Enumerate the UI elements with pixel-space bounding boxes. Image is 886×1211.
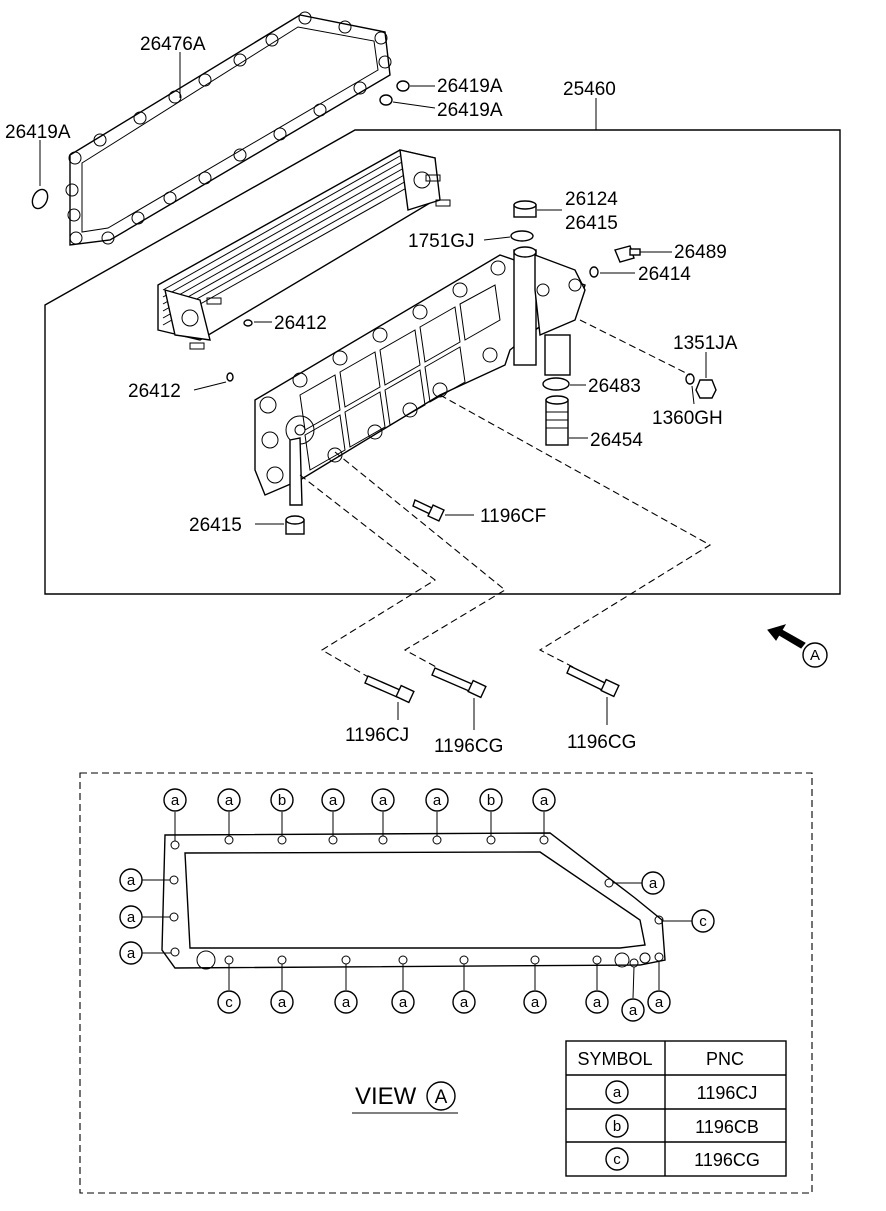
svg-text:a: a xyxy=(433,792,442,809)
label-26414: 26414 xyxy=(638,264,691,285)
cooler-element[interactable] xyxy=(157,149,451,350)
label-1360gh: 1360GH xyxy=(652,408,723,429)
label-26412-b: 26412 xyxy=(128,381,181,402)
label-1196cg-2: 1196CG xyxy=(567,732,636,753)
view-a-bottom-symbols: c a a a a a a a a xyxy=(217,961,671,1022)
bolt-1196cj[interactable] xyxy=(364,675,415,704)
svg-text:a: a xyxy=(329,792,338,809)
svg-text:VIEW: VIEW xyxy=(355,1083,417,1110)
view-a-title: VIEW A xyxy=(352,1081,458,1114)
label-26483: 26483 xyxy=(588,376,641,397)
view-a-frame xyxy=(79,772,813,1194)
bolt-1196cf[interactable] xyxy=(412,499,445,522)
legend-header-symbol: SYMBOL xyxy=(577,1049,652,1069)
sensor-26489[interactable] xyxy=(614,245,641,263)
svg-text:a: a xyxy=(127,945,136,962)
view-a-right-symbols: a c xyxy=(613,871,715,933)
svg-text:a: a xyxy=(460,994,469,1011)
oring-26419a-top-2[interactable] xyxy=(379,94,393,106)
label-26476a: 26476A xyxy=(140,34,206,55)
svg-text:a: a xyxy=(531,994,540,1011)
view-a-arrow xyxy=(767,624,806,649)
svg-text:a: a xyxy=(127,872,136,889)
legend-symbol-b: b xyxy=(613,1118,621,1135)
legend-pnc-c: 1196CG xyxy=(694,1150,760,1170)
legend-pnc-b: 1196CB xyxy=(695,1117,759,1137)
view-a-ref: A xyxy=(810,647,820,664)
label-1751gj: 1751GJ xyxy=(408,231,475,252)
oring-26412-b[interactable] xyxy=(226,372,234,382)
oring-26483[interactable] xyxy=(542,377,570,391)
svg-text:c: c xyxy=(699,913,707,930)
svg-text:a: a xyxy=(171,792,180,809)
svg-text:a: a xyxy=(540,792,549,809)
label-1196cg-1: 1196CG xyxy=(434,736,503,757)
label-26412-a: 26412 xyxy=(274,313,327,334)
label-26489: 26489 xyxy=(674,242,727,263)
washer-26415-bottom[interactable] xyxy=(285,515,305,535)
label-1196cf: 1196CF xyxy=(480,506,546,527)
svg-text:b: b xyxy=(278,792,286,809)
plug-26124[interactable] xyxy=(513,200,537,218)
label-1351ja: 1351JA xyxy=(673,333,738,354)
view-a-circle xyxy=(802,642,828,668)
svg-text:b: b xyxy=(487,792,495,809)
gasket-26476a[interactable] xyxy=(65,11,392,246)
assembly-outline-25460 xyxy=(44,129,841,595)
oring-26414[interactable] xyxy=(589,266,599,278)
label-26454: 26454 xyxy=(590,430,643,451)
nut-1351ja[interactable] xyxy=(695,379,717,399)
svg-text:a: a xyxy=(342,994,351,1011)
legend-pnc-a: 1196CJ xyxy=(697,1083,758,1103)
label-26419a-top-2: 26419A xyxy=(437,100,503,121)
svg-text:a: a xyxy=(593,994,602,1011)
label-26419a-top-1: 26419A xyxy=(437,76,503,97)
svg-text:a: a xyxy=(278,994,287,1011)
label-26415-top: 26415 xyxy=(565,213,618,234)
legend-symbol-c: c xyxy=(613,1151,621,1168)
svg-text:a: a xyxy=(399,994,408,1011)
svg-text:a: a xyxy=(655,994,664,1011)
svg-text:A: A xyxy=(435,1087,448,1108)
legend-header-pnc: PNC xyxy=(706,1049,744,1069)
oring-26419a-left[interactable] xyxy=(29,187,50,211)
washer-1360gh[interactable] xyxy=(685,373,695,385)
svg-text:c: c xyxy=(225,994,233,1011)
bolt-1196cg-2[interactable] xyxy=(566,665,620,698)
label-1196cj: 1196CJ xyxy=(345,725,409,746)
bolt-1196cg-1[interactable] xyxy=(431,667,487,699)
cooler-housing[interactable] xyxy=(254,246,586,506)
svg-text:a: a xyxy=(225,792,234,809)
svg-text:a: a xyxy=(127,909,136,926)
leader-lines xyxy=(299,319,712,679)
label-26419a-left: 26419A xyxy=(5,122,71,143)
valve-26454[interactable] xyxy=(544,334,571,446)
view-a-gasket xyxy=(161,832,666,970)
label-26415-bottom: 26415 xyxy=(189,515,242,536)
view-a-top-symbols: a a b a a a b a xyxy=(163,788,556,841)
legend-symbol-a: a xyxy=(613,1084,622,1101)
label-25460: 25460 xyxy=(563,79,616,100)
oring-1751gj[interactable] xyxy=(510,230,534,242)
oring-26412-a[interactable] xyxy=(243,319,253,327)
view-a-left-symbols: a a a xyxy=(119,868,171,965)
svg-text:a: a xyxy=(629,1002,638,1019)
svg-text:a: a xyxy=(379,792,388,809)
oring-26419a-top-1[interactable] xyxy=(396,80,410,92)
svg-text:a: a xyxy=(649,875,658,892)
legend-table: SYMBOL PNC a 1196CJ b 1196CB c 1196CG xyxy=(565,1040,787,1177)
label-26124: 26124 xyxy=(565,189,618,210)
